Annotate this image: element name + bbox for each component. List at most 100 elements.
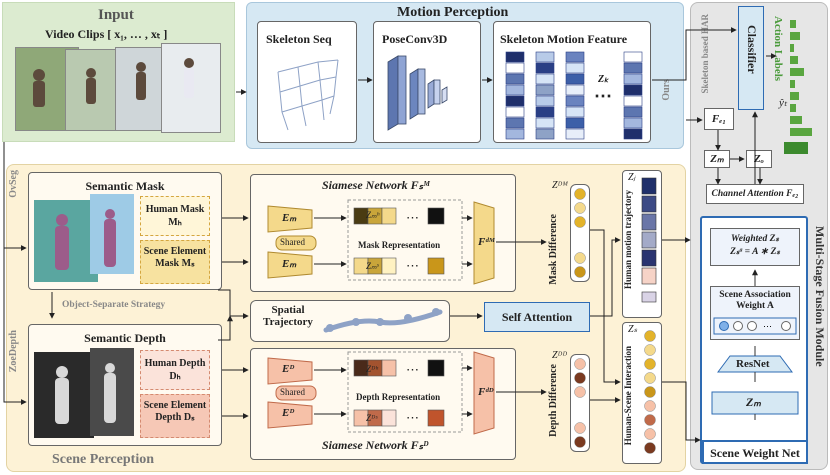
action-bar	[790, 44, 794, 52]
action-bar	[790, 20, 796, 28]
zs-label: Zₛ	[628, 324, 638, 335]
action-labels-text: Action Labels	[772, 16, 784, 82]
feature-cell	[565, 84, 585, 96]
siamese-m-title: Siamese Network Fₛᴹ	[322, 178, 430, 192]
zs-circle	[644, 400, 656, 412]
zdh-label: Zᴰʰ	[366, 364, 378, 374]
skeleton-seq-label: Skeleton Seq	[266, 32, 332, 46]
human-mask-label: Human Mask Mₕ	[145, 204, 205, 228]
scene-assoc-label: Scene Association Weight A	[719, 290, 791, 311]
rep-cell	[381, 257, 397, 275]
depth-diff-circle	[574, 422, 586, 434]
scene-depth-label: Scene Element Depth Dₛ	[143, 400, 207, 423]
shared-d: Shared	[280, 387, 305, 397]
depth-diff-circle	[574, 436, 586, 448]
action-bar	[790, 68, 804, 76]
zds-label: Zᴰˢ	[366, 413, 378, 423]
mask-rep-label: Mask Representation	[358, 240, 441, 250]
zs-circle	[644, 442, 656, 454]
input-panel: Input Video Clips [ x₁, … , xₜ ]	[2, 2, 235, 142]
zs-circle	[644, 372, 656, 384]
rep-cell	[381, 207, 397, 225]
skeleton-wireframe-icon	[277, 59, 339, 131]
motion-panel: Motion Perception Skeleton Seq PoseConv3…	[246, 2, 684, 149]
svg-text:⋯: ⋯	[763, 321, 772, 331]
feature-cell	[505, 106, 525, 118]
human-depth-label: Human Depth Dₕ	[144, 358, 206, 382]
skel-feature-box: Skeleton Motion Feature Zₖ ⋯	[493, 21, 651, 143]
ed-top: Eᴰ	[282, 363, 294, 375]
zs-equation: Zₛᵃ = A ∗ Zₛ	[730, 247, 780, 257]
em-top: Eₘ	[282, 212, 297, 224]
zj-cell	[641, 291, 657, 303]
feature-dots: ⋯	[594, 86, 612, 106]
depth-diff-circle	[574, 358, 586, 370]
resnet-label: ResNet	[736, 358, 770, 370]
scene-weight-net-box[interactable]: Scene Weight Net	[702, 440, 808, 464]
feature-cell	[535, 51, 555, 63]
zdd-label: Zᴰᴰ	[552, 350, 568, 361]
rep-end-cell	[427, 409, 445, 427]
semantic-mask-label: Semantic Mask	[85, 179, 165, 193]
zj-cell	[641, 213, 657, 231]
channel-attention-box[interactable]: Channel Attention Fₑ₂	[706, 184, 804, 204]
feature-cell	[505, 128, 525, 140]
zk-label: Zₖ	[598, 74, 609, 85]
feature-cell	[535, 106, 555, 118]
zs-circle	[644, 330, 656, 342]
feature-cell	[535, 117, 555, 129]
fdd-label: Fᵈᴰ	[478, 386, 494, 398]
mask-diff-circle	[574, 216, 586, 228]
feature-cell	[505, 73, 525, 85]
human-mask-box: Human Mask Mₕ	[140, 196, 210, 236]
strategy-label: Object-Separate Strategy	[62, 300, 166, 310]
shared-m: Shared	[280, 237, 305, 247]
zmh-label: Zₘʰ	[366, 210, 380, 220]
feature-cell	[623, 51, 643, 63]
ed-bottom: Eᴰ	[282, 407, 294, 419]
fc1-box[interactable]: Fₑ₁	[704, 108, 734, 130]
motion-title: Motion Perception	[397, 5, 509, 20]
rep-end-cell	[427, 257, 445, 275]
rep-cell	[381, 409, 397, 427]
mask-diff-circle	[574, 252, 586, 264]
feature-cell	[505, 51, 525, 63]
mask-diff-circle	[574, 188, 586, 200]
feature-cell	[565, 62, 585, 74]
feature-cell	[623, 106, 643, 118]
video-frame-4	[161, 43, 221, 133]
depth-rep-label: Depth Representation	[356, 392, 441, 402]
feature-cell	[505, 95, 525, 107]
skeleton-feature-columns	[505, 51, 643, 140]
video-clips-label: Video Clips [ x₁, … , xₜ ]	[45, 27, 168, 41]
zdm-label: Zᴰᴹ	[552, 180, 569, 191]
feature-cell	[565, 73, 585, 85]
self-attention-box[interactable]: Self Attention	[484, 302, 590, 332]
classifier-box[interactable]: Classifier	[738, 6, 764, 110]
feature-cell	[505, 117, 525, 129]
feature-cell	[565, 117, 585, 129]
feature-cell	[535, 95, 555, 107]
siamese-d-title: Siamese Network Fₛᴰ	[322, 438, 429, 452]
spatial-label: Spatial Trajectory	[263, 304, 313, 328]
zj-cell	[641, 249, 657, 267]
rep-dots-3: ⋯	[406, 362, 419, 377]
feature-cell	[565, 51, 585, 63]
rep-end-cell	[427, 359, 445, 377]
feature-cell	[565, 128, 585, 140]
mask-diff-circle	[574, 202, 586, 214]
feature-cell	[623, 84, 643, 96]
feature-cell	[505, 84, 525, 96]
rep-cell	[381, 359, 397, 377]
zj-cell	[641, 231, 657, 249]
zs-circle	[644, 358, 656, 370]
feature-cell	[535, 128, 555, 140]
rep-dots-2: ⋯	[406, 258, 419, 273]
